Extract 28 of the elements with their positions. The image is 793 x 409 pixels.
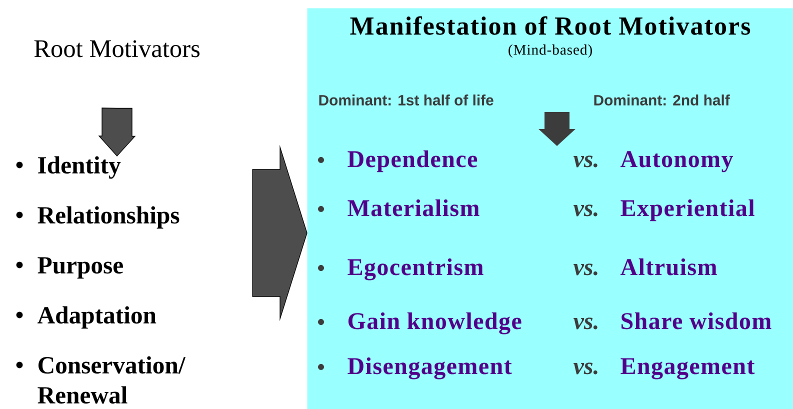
term: Autonomy <box>620 151 734 172</box>
term: Gain knowledge <box>348 312 522 334</box>
versus: vs. <box>574 264 598 276</box>
panel-title: Manifestation of Root Motivators <box>350 16 750 35</box>
panel <box>307 8 793 409</box>
term: Share wisdom <box>622 312 772 330</box>
versus: vs. <box>574 318 598 330</box>
list-item: Purpose <box>38 257 123 279</box>
column-heading: Dominant: 2nd half <box>594 94 730 106</box>
versus: vs. <box>574 156 598 168</box>
column-heading: Dominant: 1st half of life <box>319 94 494 106</box>
block-arrow <box>252 144 308 322</box>
heading: Root Motivators <box>34 40 200 58</box>
list-item: Adaptation <box>38 306 156 329</box>
subtitle: (Mind-based) <box>508 44 592 58</box>
term: Materialism <box>348 199 480 216</box>
term: Egocentrism <box>348 258 484 280</box>
list-item: Conservation/ Renewal <box>38 356 186 404</box>
list-item: Relationships <box>38 206 180 229</box>
term: Engagement <box>620 358 755 380</box>
term: Altruism <box>620 258 717 276</box>
versus: vs. <box>574 362 598 374</box>
list-item: Identity <box>38 156 121 179</box>
term: Experiential <box>620 199 754 222</box>
block-arrow <box>98 108 136 156</box>
term: Disengagement <box>348 357 512 380</box>
term: Dependence <box>348 150 478 172</box>
versus: vs. <box>574 204 598 216</box>
